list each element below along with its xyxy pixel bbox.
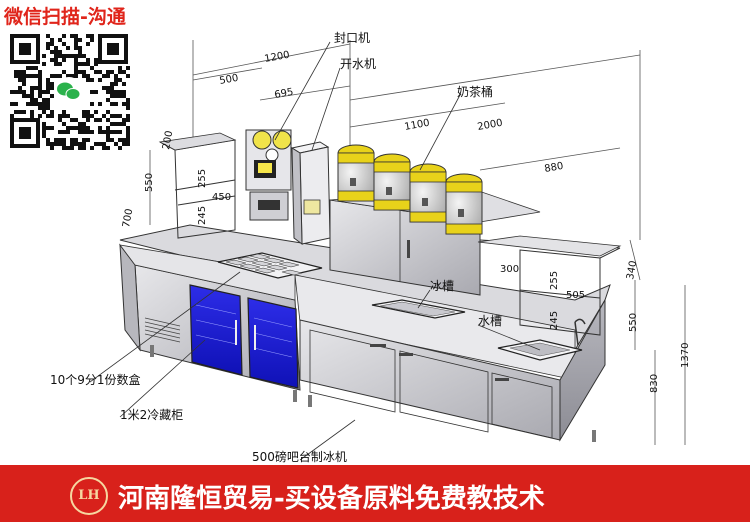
tea-bucket-3	[409, 163, 447, 223]
water-dispenser	[290, 141, 331, 246]
company-logo: LH	[70, 477, 108, 515]
callout-sink: 水槽	[478, 314, 502, 328]
tea-bucket-2	[373, 153, 411, 211]
bar-counter-drawing: 封口机 开水机 奶茶桶 冰槽 水槽 10个9分1份数盒 1米2冷藏柜 500磅吧…	[50, 31, 691, 464]
dim-2000: 2000	[477, 118, 504, 133]
dim-450: 450	[212, 192, 231, 203]
dim-550: 550	[144, 173, 155, 192]
dim-255: 255	[197, 169, 208, 188]
wechat-qr-code	[8, 32, 130, 150]
dim-695: 695	[274, 87, 295, 101]
callout-fridge: 1米2冷藏柜	[120, 408, 183, 422]
dim-700: 700	[121, 208, 135, 229]
callout-tea-bucket: 奶茶桶	[457, 84, 493, 99]
dim-300: 300	[500, 264, 519, 275]
dim-830: 830	[649, 374, 660, 393]
callout-sealer: 封口机	[334, 31, 370, 45]
sealer-machine	[245, 129, 292, 221]
fridge-left-door	[189, 284, 243, 376]
dim-340: 340	[625, 260, 639, 281]
dim-500: 500	[219, 73, 240, 87]
callout-ice-maker: 500磅吧台制冰机	[252, 449, 347, 464]
dim-550b: 550	[628, 313, 639, 332]
wechat-logo-icon	[55, 77, 83, 105]
dim-255b: 255	[549, 271, 560, 290]
callout-water-dispenser: 开水机	[340, 57, 376, 71]
wechat-scan-label: 微信扫描-沟通	[4, 6, 126, 28]
dim-880: 880	[544, 161, 565, 175]
dim-245: 245	[197, 206, 208, 225]
dim-505: 505	[566, 290, 585, 301]
tea-bucket-1	[337, 144, 375, 202]
dim-1200: 1200	[264, 50, 291, 65]
callout-pan-box: 10个9分1份数盒	[50, 372, 141, 387]
banner-slogan: 河南隆恒贸易-买设备原料免费教技术	[118, 484, 545, 514]
dim-1370: 1370	[680, 343, 691, 368]
dim-245b: 245	[549, 311, 560, 330]
footer-banner	[0, 465, 750, 522]
dim-1100: 1100	[404, 118, 431, 133]
callout-ice-tank: 冰槽	[430, 279, 454, 293]
tea-bucket-4	[445, 173, 483, 235]
dim-200: 200	[161, 130, 175, 151]
fridge-right-door	[247, 297, 299, 389]
